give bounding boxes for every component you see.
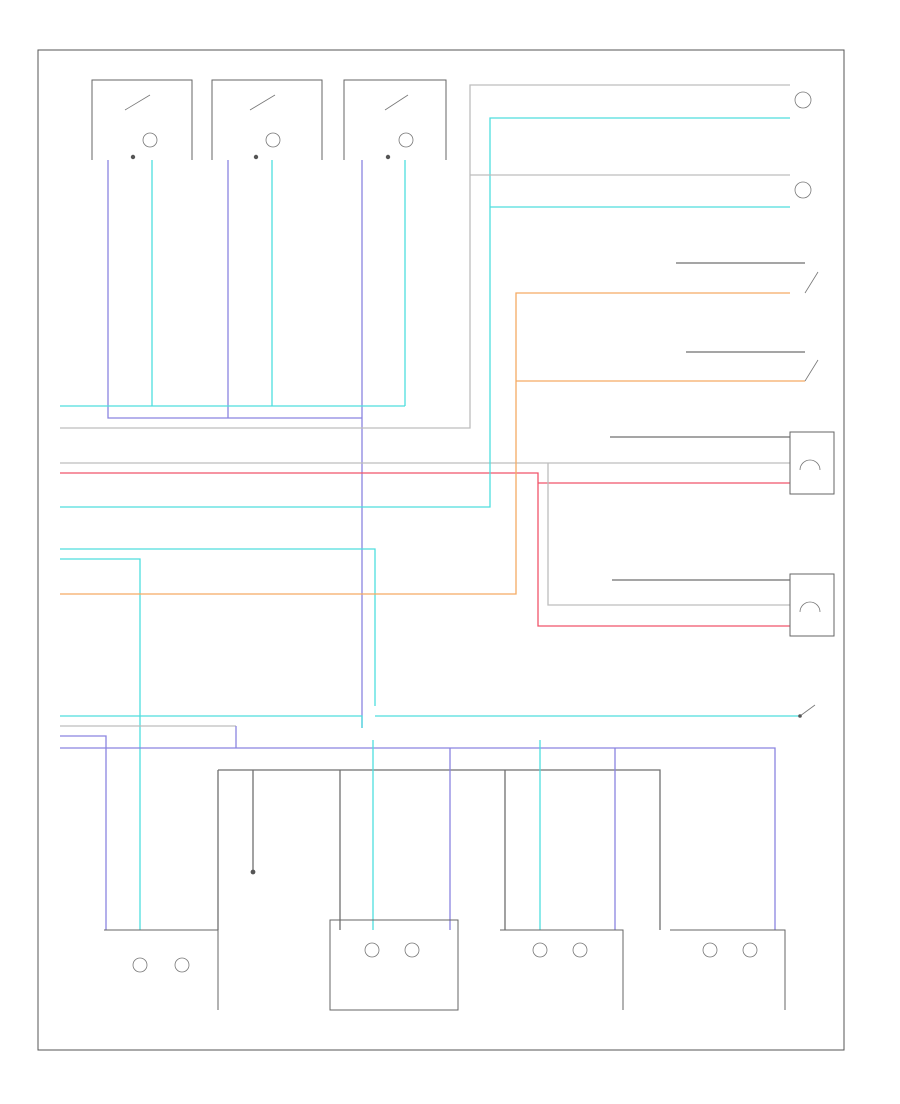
right-component-1	[794, 91, 812, 109]
bottom-component-2	[329, 919, 459, 1011]
bottom-component-3	[500, 929, 624, 1010]
bulb-icon	[174, 957, 190, 973]
bottom-component-4	[670, 929, 786, 1010]
bulb-icon	[364, 942, 380, 958]
ground-symbol	[217, 726, 661, 930]
right-component-3	[804, 271, 819, 294]
top-component-2	[211, 79, 323, 160]
top-wires	[107, 160, 406, 728]
bulb-icon	[142, 132, 158, 148]
top-component-3	[343, 79, 447, 160]
right-component-6	[789, 573, 835, 637]
bulb-icon	[404, 942, 420, 958]
right-component-2	[794, 181, 812, 199]
bulb-icon	[132, 957, 148, 973]
bulb-icon	[265, 132, 281, 148]
top-component-1	[91, 79, 193, 160]
bulb-icon	[532, 942, 548, 958]
left-bus	[60, 84, 790, 930]
bottom-component-1	[104, 929, 219, 1010]
bulb-icon	[398, 132, 414, 148]
bulb-icon	[572, 942, 588, 958]
right-wires	[375, 174, 805, 717]
right-component-4	[804, 359, 819, 382]
right-component-5	[789, 431, 835, 495]
bulb-icon	[742, 942, 758, 958]
diagram-frame	[37, 49, 845, 1051]
bulb-icon	[794, 181, 812, 199]
right-switch	[798, 704, 816, 718]
bulb-icon	[702, 942, 718, 958]
bulb-icon	[794, 91, 812, 109]
